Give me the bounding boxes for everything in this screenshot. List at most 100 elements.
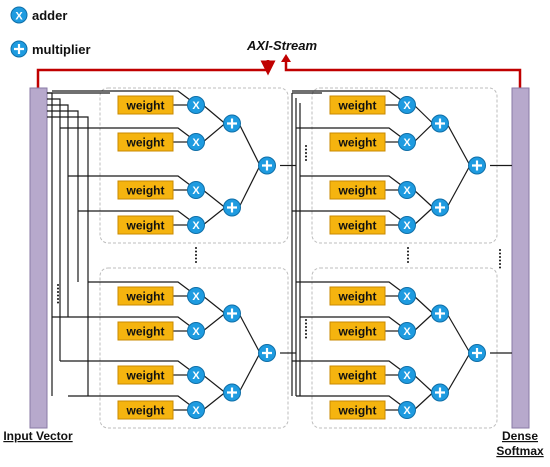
adder-symbol: X bbox=[192, 220, 200, 232]
input-tap-wire bbox=[47, 98, 61, 361]
adder-symbol: X bbox=[403, 291, 411, 303]
ellipsis-dot bbox=[57, 287, 59, 290]
adder-symbol: X bbox=[192, 370, 200, 382]
weight-label: weight bbox=[126, 99, 165, 113]
adder-to-multiplier-wire bbox=[202, 313, 226, 332]
adder-to-multiplier-wire bbox=[413, 123, 434, 143]
input-to-adder-wire bbox=[322, 127, 402, 138]
plus-icon bbox=[435, 387, 445, 398]
weight-label: weight bbox=[338, 136, 377, 150]
input-to-adder-wire bbox=[322, 316, 402, 327]
output-label-line2: Softmax bbox=[496, 444, 544, 458]
weight-box bbox=[329, 321, 386, 341]
weight-box bbox=[329, 215, 386, 235]
plus-icon bbox=[262, 160, 272, 171]
adder-to-multiplier-wire bbox=[413, 295, 434, 314]
input-to-adder-wire bbox=[322, 175, 402, 186]
weight-box bbox=[117, 132, 174, 152]
ellipsis-dot bbox=[195, 261, 197, 263]
adder-to-multiplier-wire bbox=[202, 295, 226, 314]
adder-icon bbox=[187, 216, 205, 234]
input-tap-wire bbox=[47, 92, 53, 396]
weight-box bbox=[117, 400, 174, 420]
multiplier-to-multiplier-wire bbox=[446, 165, 471, 208]
weight-label: weight bbox=[338, 369, 377, 383]
ellipsis-dot bbox=[305, 159, 307, 161]
input-to-adder-wire bbox=[110, 281, 191, 292]
output-wires bbox=[490, 164, 512, 354]
weight-label: weight bbox=[338, 219, 377, 233]
adder-symbol: X bbox=[403, 220, 411, 232]
adder-icon bbox=[187, 96, 205, 114]
input-to-adder-wire bbox=[322, 360, 402, 371]
multiplier-to-multiplier-wire bbox=[238, 123, 261, 166]
ellipsis-dot bbox=[305, 329, 307, 332]
output-label-line1: Dense bbox=[502, 429, 538, 443]
input-to-adder-wire bbox=[110, 127, 191, 138]
plus-icon bbox=[227, 118, 237, 129]
ellipsis-dot bbox=[407, 254, 409, 256]
bus-label: AXI-Stream bbox=[246, 38, 318, 53]
ellipsis-dot bbox=[305, 322, 307, 325]
adder-icon bbox=[398, 133, 416, 151]
weight-label: weight bbox=[338, 99, 377, 113]
plus-icon bbox=[14, 44, 24, 54]
adder-to-multiplier-wire bbox=[413, 189, 434, 208]
adder-icon bbox=[398, 181, 416, 199]
weight-box bbox=[117, 365, 174, 385]
input-vector-bar bbox=[29, 87, 48, 429]
plus-icon bbox=[227, 387, 237, 398]
adder-legend-symbol: X bbox=[15, 11, 23, 23]
adder-symbol: X bbox=[403, 326, 411, 338]
hidden-wires bbox=[280, 90, 322, 397]
ellipsis-dot bbox=[57, 291, 59, 293]
ellipsis-dot bbox=[195, 247, 197, 249]
adder-icon bbox=[187, 322, 205, 340]
plus-icon bbox=[435, 118, 445, 129]
ellipsis-dot bbox=[499, 266, 501, 269]
adder-symbol: X bbox=[403, 370, 411, 382]
input-to-adder-wire bbox=[110, 175, 191, 186]
input-to-adder-wire bbox=[110, 210, 191, 221]
ellipsis-dot bbox=[499, 263, 501, 265]
adder-icon bbox=[398, 287, 416, 305]
input-tap-wire bbox=[47, 104, 69, 317]
neuron-box-l1-top bbox=[99, 87, 289, 244]
neuron-box-l2-bottom bbox=[311, 267, 498, 429]
neuron-wires bbox=[110, 90, 261, 226]
multiplier-to-multiplier-wire bbox=[238, 165, 261, 208]
weight-box bbox=[117, 321, 174, 341]
input-to-adder-wire bbox=[110, 360, 191, 371]
weight-label: weight bbox=[126, 184, 165, 198]
adder-icon bbox=[398, 96, 416, 114]
adder-to-multiplier-wire bbox=[202, 392, 226, 411]
ellipsis-dot bbox=[407, 247, 409, 249]
weight-box bbox=[329, 365, 386, 385]
adder-to-multiplier-wire bbox=[202, 104, 226, 124]
adder-to-multiplier-wire bbox=[413, 392, 434, 411]
adder-symbol: X bbox=[192, 185, 200, 197]
ellipsis-dot bbox=[57, 284, 59, 286]
weight-box bbox=[117, 180, 174, 200]
weight-label: weight bbox=[126, 219, 165, 233]
weight-label: weight bbox=[338, 290, 377, 304]
weight-label: weight bbox=[126, 136, 165, 150]
ellipsis-dot bbox=[195, 257, 197, 260]
weight-label: weight bbox=[126, 369, 165, 383]
ellipsis-dot bbox=[499, 259, 501, 262]
plus-icon bbox=[472, 160, 482, 171]
legend: X adder multiplier bbox=[10, 6, 91, 58]
input-to-adder-wire bbox=[322, 281, 402, 292]
adder-icon bbox=[398, 216, 416, 234]
multiplier-to-multiplier-wire bbox=[446, 123, 471, 166]
weight-box bbox=[117, 95, 174, 115]
multiplier-to-multiplier-wire bbox=[446, 352, 471, 393]
neuron-wires bbox=[322, 90, 471, 226]
input-to-adder-wire bbox=[110, 395, 191, 406]
